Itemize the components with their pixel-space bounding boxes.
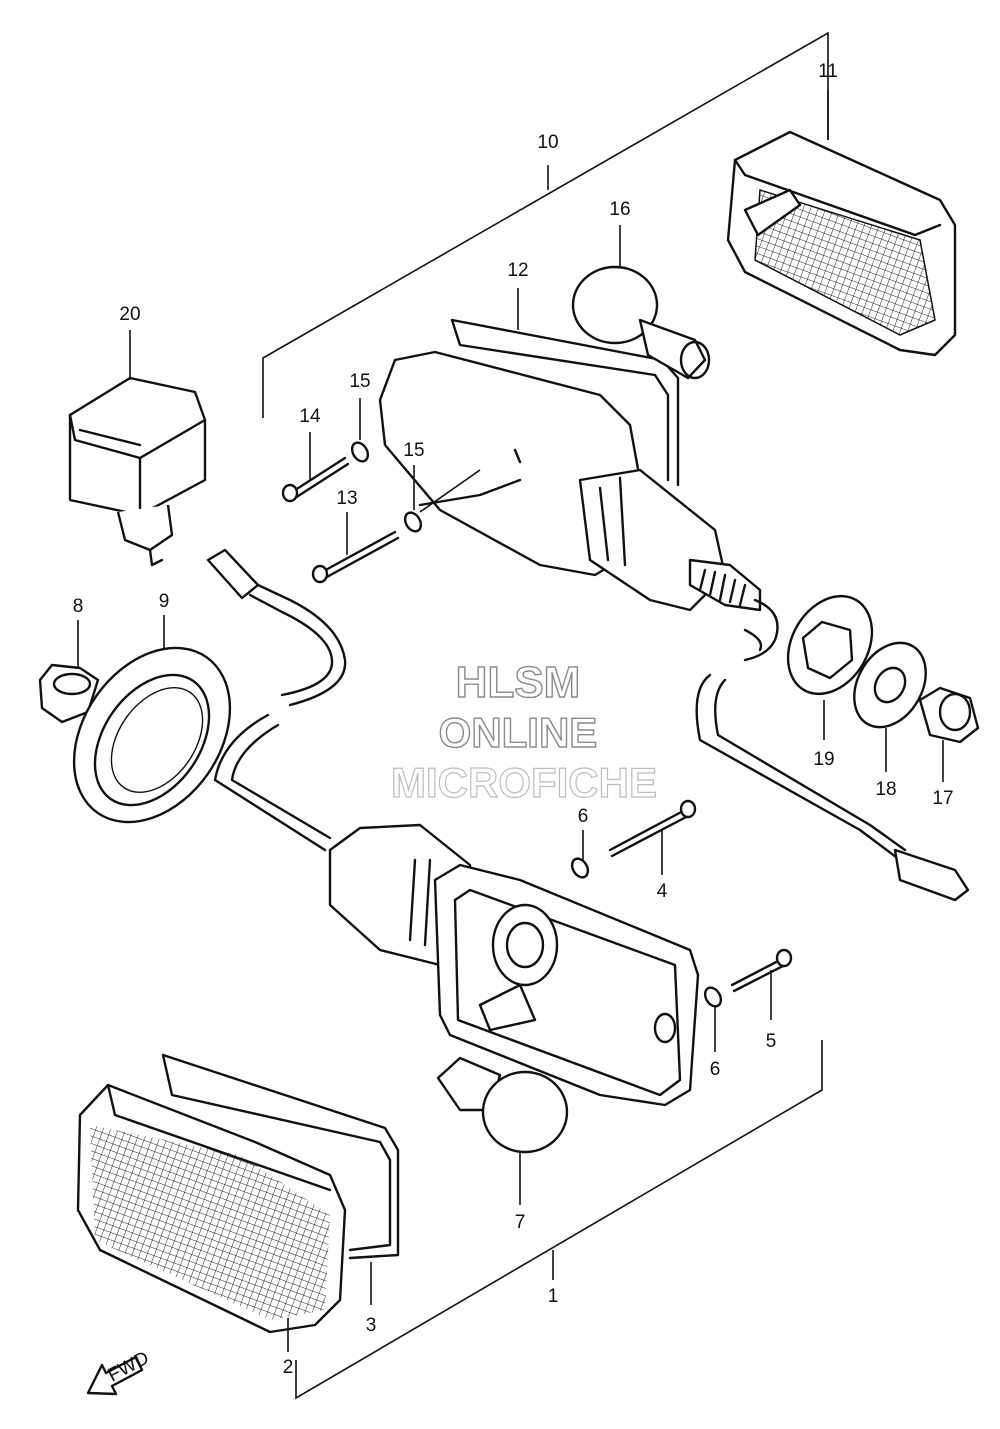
callout-15a: 15 — [349, 371, 370, 392]
group-bracket-10 — [262, 31, 829, 418]
callout-11: 11 — [818, 61, 838, 82]
callout-2: 2 — [283, 1357, 294, 1378]
watermark-line-1: HLSM — [456, 658, 581, 707]
callout-18: 18 — [875, 779, 896, 800]
callout-12: 12 — [507, 260, 528, 281]
callout-leaders — [77, 90, 944, 1352]
callout-4: 4 — [657, 881, 668, 902]
screw-part-13 — [311, 530, 400, 584]
nut-part-19 — [786, 594, 874, 696]
fwd-label: FWD — [104, 1348, 152, 1387]
watermark-line-3: MICROFICHE — [391, 759, 657, 806]
upper-housing — [378, 350, 762, 612]
lens-part-11 — [726, 130, 957, 357]
callout-20: 20 — [119, 304, 140, 325]
bulb-part-16 — [571, 265, 711, 380]
relay-part-20 — [68, 376, 207, 567]
screw-part-14 — [281, 456, 350, 503]
lower-housing — [328, 823, 700, 1107]
washer-part-18 — [853, 641, 927, 729]
callout-labels: 1 2 3 4 5 6 6 7 8 9 10 11 12 13 14 15 15… — [73, 61, 954, 1378]
lens-part-2 — [76, 1083, 347, 1334]
washer-part-6-lower — [703, 986, 723, 1008]
lens-gasket-part-3 — [161, 1053, 400, 1260]
callout-5: 5 — [766, 1031, 777, 1052]
callout-10: 10 — [537, 132, 558, 153]
screw-part-4 — [608, 799, 697, 858]
callout-14: 14 — [299, 406, 321, 427]
callout-1: 1 — [548, 1286, 559, 1307]
callout-8: 8 — [73, 596, 84, 617]
callout-3: 3 — [366, 1315, 377, 1336]
callout-6b: 6 — [710, 1059, 721, 1080]
gasket-part-9 — [72, 646, 232, 824]
callout-19: 19 — [813, 749, 834, 770]
nut-part-8 — [38, 663, 100, 724]
nut-part-17 — [918, 686, 980, 744]
fwd-arrow-icon: FWD — [86, 1348, 153, 1396]
washer-part-6-upper — [570, 857, 590, 879]
callout-7: 7 — [515, 1212, 526, 1233]
callout-6a: 6 — [578, 806, 589, 827]
callout-9: 9 — [159, 591, 170, 612]
watermark-line-2: ONLINE — [439, 709, 598, 756]
callout-15b: 15 — [403, 440, 424, 461]
callout-13: 13 — [336, 488, 357, 509]
watermark: HLSM ONLINE MICROFICHE — [390, 657, 657, 806]
screw-part-5 — [730, 948, 793, 993]
bulb-part-7 — [436, 1056, 569, 1154]
callout-16: 16 — [609, 199, 630, 220]
upper-harness — [695, 598, 970, 902]
washer-part-15-lower — [403, 469, 481, 533]
washer-part-15-upper — [350, 441, 370, 463]
left-harness — [206, 548, 347, 852]
callout-17: 17 — [932, 788, 953, 809]
group-bracket-1 — [295, 1040, 823, 1400]
